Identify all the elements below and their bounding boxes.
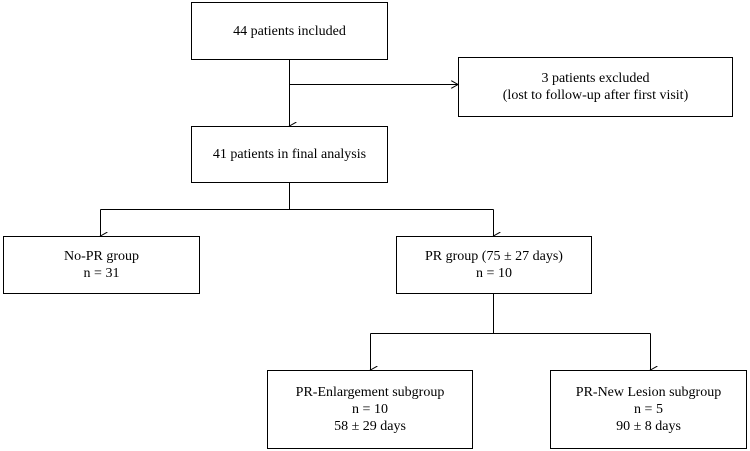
excluded-label: 3 patients excluded bbox=[541, 71, 650, 86]
box-no-pr-group: No-PR group n = 31 bbox=[3, 236, 200, 294]
excluded-reason: (lost to follow-up after first visit) bbox=[502, 88, 689, 103]
pr-enlargement-days: 58 ± 29 days bbox=[334, 419, 406, 434]
pr-new-lesion-days: 90 ± 8 days bbox=[616, 419, 681, 434]
box-patients-included: 44 patients included bbox=[191, 2, 388, 60]
pr-enlargement-label: PR-Enlargement subgroup bbox=[295, 385, 445, 400]
pr-new-lesion-count: n = 5 bbox=[634, 402, 663, 417]
box-final-analysis: 41 patients in final analysis bbox=[191, 126, 388, 183]
pr-new-lesion-label: PR-New Lesion subgroup bbox=[575, 385, 722, 400]
box-pr-new-lesion-subgroup: PR-New Lesion subgroup n = 5 90 ± 8 days bbox=[550, 370, 747, 449]
box-patients-excluded: 3 patients excluded (lost to follow-up a… bbox=[458, 57, 733, 117]
pr-group-count: n = 10 bbox=[476, 266, 512, 281]
box-pr-enlargement-subgroup: PR-Enlargement subgroup n = 10 58 ± 29 d… bbox=[267, 370, 473, 449]
no-pr-group-label: No-PR group bbox=[63, 249, 140, 264]
pr-enlargement-count: n = 10 bbox=[352, 402, 388, 417]
box-pr-group: PR group (75 ± 27 days) n = 10 bbox=[396, 236, 592, 294]
included-label: 44 patients included bbox=[233, 23, 346, 39]
no-pr-group-count: n = 31 bbox=[83, 266, 120, 281]
pr-group-label: PR group (75 ± 27 days) bbox=[425, 249, 563, 264]
final-analysis-label: 41 patients in final analysis bbox=[212, 147, 367, 162]
